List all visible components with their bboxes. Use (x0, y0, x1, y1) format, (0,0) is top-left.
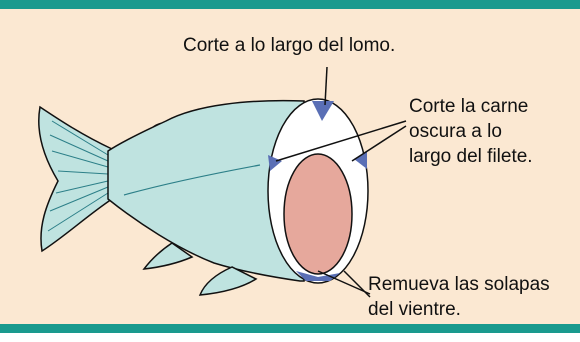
label-back-cut: Corte a lo largo del lomo. (183, 35, 396, 56)
belly-fin (198, 266, 258, 296)
leader-lines (275, 66, 407, 298)
lateral-line (123, 164, 261, 196)
label-belly-flaps: Remueva las solapas del vientre. (368, 272, 550, 322)
dark-meat-top (312, 101, 334, 121)
belly-cavity (283, 153, 353, 275)
label-line: oscura a lo (409, 121, 502, 142)
ventral-fin (142, 242, 194, 270)
label-line: del vientre. (368, 299, 461, 320)
tail-fin-rays (47, 120, 109, 232)
label-dark-meat-cut: Corte la carne oscura a lo largo del fil… (409, 94, 533, 169)
label-line: Corte la carne (409, 96, 529, 117)
label-line: largo del filete. (409, 146, 533, 167)
dark-meat-bottom (296, 271, 340, 281)
fish-body (107, 99, 305, 282)
diagram-panel: Corte a lo largo del lomo. Corte la carn… (0, 0, 580, 333)
fish-diagram (38, 66, 407, 298)
label-line: Remueva las solapas (368, 274, 550, 295)
dark-meat-right (354, 151, 367, 169)
dark-meat-left (268, 155, 282, 171)
tail-fin (38, 105, 113, 253)
